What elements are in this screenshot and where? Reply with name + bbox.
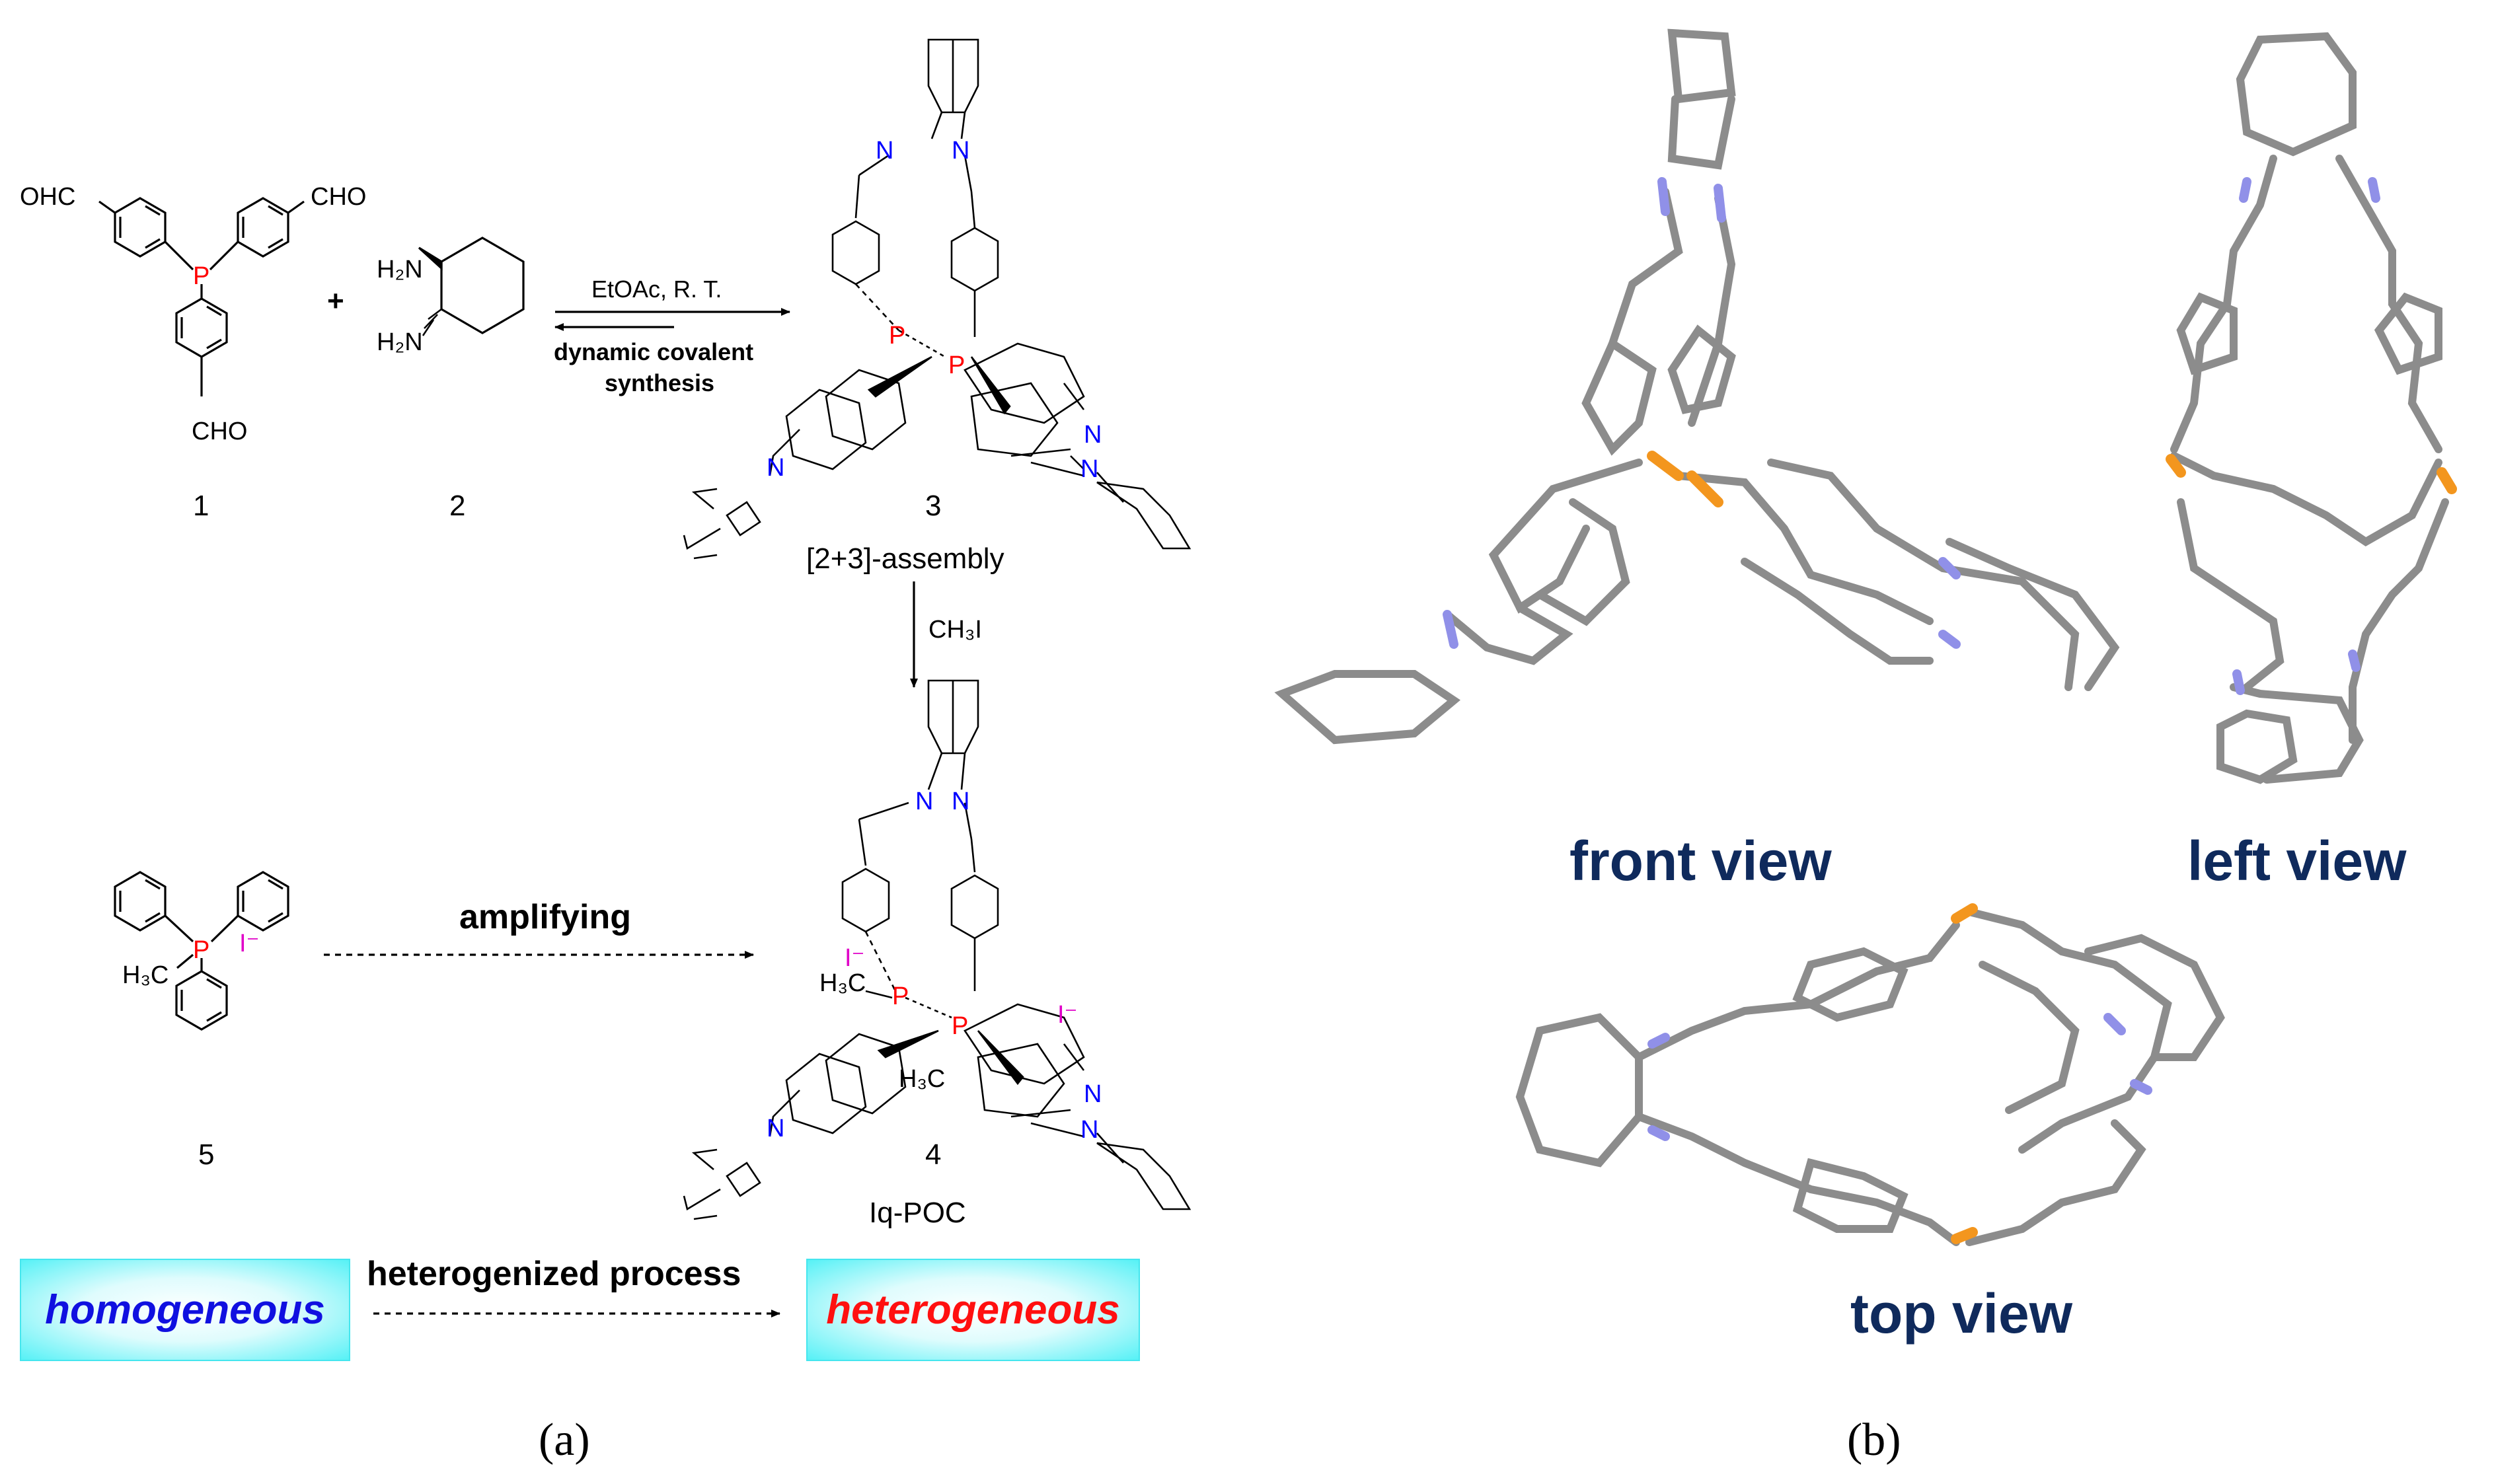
cage4-n5: N: [1080, 1116, 1098, 1144]
compound-5-phosphorus: P: [193, 936, 209, 964]
compound-2-amine-top: H₂N: [377, 256, 423, 283]
compound-2-structure: [418, 237, 525, 336]
cage3-n1: N: [876, 137, 893, 165]
front-view-structure: [1274, 28, 2120, 745]
panel-b: [1274, 28, 2457, 1246]
reverse-label-1: dynamic covalent: [554, 338, 753, 365]
cage3-n3: N: [767, 454, 784, 482]
cage4-n3: N: [767, 1115, 784, 1142]
compound-3-structure: [683, 38, 1191, 560]
cage4-iodide-left: I⁻: [845, 944, 865, 972]
compound-5-iodide: I⁻: [239, 930, 260, 957]
reaction-conditions: EtOAc, R. T.: [591, 276, 722, 303]
cage4-iodide-right: I⁻: [1057, 1001, 1078, 1029]
amplify-label: amplifying: [459, 898, 631, 936]
cage4-n4: N: [1084, 1080, 1102, 1108]
compound-5-methyl: H₃C: [122, 961, 169, 989]
compound-5-structure: [114, 871, 289, 1031]
plus-sign: +: [327, 285, 344, 317]
caption-b: (b): [1847, 1415, 1901, 1465]
front-view-label: front view: [1569, 830, 1832, 892]
cage4-p1: P: [892, 983, 909, 1010]
compound-3-label: [2+3]-assembly: [806, 542, 1004, 575]
compound-5-number: 5: [198, 1138, 214, 1171]
cage4-n2: N: [952, 788, 969, 815]
cage3-n5: N: [1080, 455, 1098, 483]
cage4-methyl-left: H₃C: [819, 969, 866, 997]
methylation-label: CH₃I: [928, 616, 982, 644]
compound-2-amine-bottom: H₂N: [377, 328, 423, 356]
panel-a: [98, 38, 1191, 1317]
cage4-p2: P: [952, 1012, 968, 1040]
reverse-label-2: synthesis: [605, 369, 714, 396]
caption-a: (a): [539, 1415, 590, 1465]
homogeneous-label: homogeneous: [45, 1287, 325, 1333]
compound-1-phosphorus: P: [193, 262, 209, 290]
cage3-n4: N: [1084, 421, 1102, 449]
top-view-structure: [1515, 908, 2225, 1246]
compound-2-number: 2: [449, 490, 465, 522]
compound-4-number: 4: [925, 1138, 941, 1171]
left-view-structure: [2170, 32, 2449, 784]
cage3-n2: N: [952, 137, 969, 165]
compound-1-number: 1: [193, 490, 209, 522]
compound-1-structure: [98, 197, 305, 396]
cage3-p1: P: [889, 322, 905, 350]
cage3-p2: P: [948, 352, 965, 379]
cage4-methyl-right: H₃C: [899, 1065, 945, 1093]
process-label: heterogenized process: [367, 1255, 741, 1293]
compound-1-cho-bottom: CHO: [192, 418, 247, 445]
compound-4-structure: [683, 679, 1191, 1220]
cage4-n1: N: [915, 788, 933, 815]
heterogeneous-label: heterogeneous: [826, 1287, 1120, 1333]
top-view-label: top view: [1850, 1282, 2073, 1345]
compound-3-number: 3: [925, 490, 941, 522]
compound-1-ohc: OHC: [20, 183, 75, 211]
compound-1-cho-right: CHO: [311, 183, 366, 211]
compound-4-label: Iq-POC: [869, 1197, 966, 1229]
homogeneous-box: homogeneous: [20, 1259, 350, 1361]
heterogeneous-box: heterogeneous: [806, 1259, 1140, 1361]
left-view-label: left view: [2187, 830, 2407, 892]
